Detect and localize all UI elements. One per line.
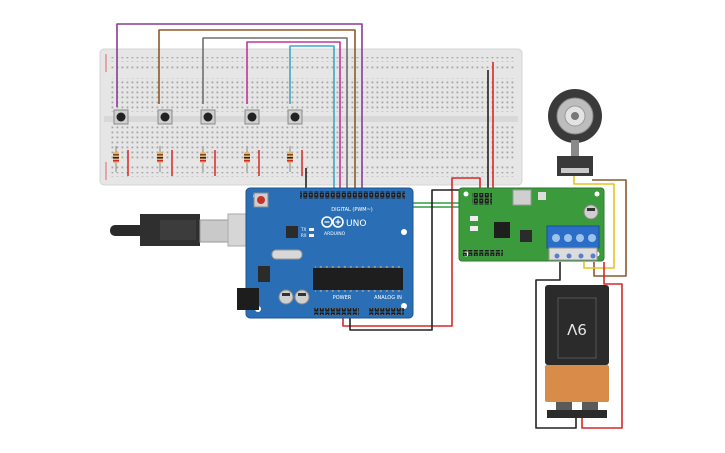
- usb-plug-metal: [199, 219, 229, 243]
- top-rail-1: [110, 57, 515, 62]
- driver-pin-header: [472, 193, 492, 205]
- wire-brown: [158, 29, 356, 196]
- wire-yellow-encoder: [573, 176, 615, 269]
- rx-led: [309, 234, 314, 237]
- analog-pin-header: [368, 308, 404, 315]
- wire-gray: [202, 37, 348, 196]
- center-channel: [104, 116, 518, 122]
- tx-led: [309, 228, 314, 231]
- driver-usb-port: [512, 189, 532, 206]
- battery-9v[interactable]: 9V: [545, 285, 609, 418]
- usb-cable-cord: [110, 225, 145, 236]
- usb-cable: [110, 213, 269, 247]
- usb-chip: [286, 226, 298, 238]
- push-button-4[interactable]: [244, 109, 260, 125]
- wire-magenta: [246, 41, 341, 196]
- battery-terminal-positive: [582, 402, 598, 410]
- capacitor-2: [294, 289, 310, 305]
- wire-brown-encoder: [592, 179, 627, 277]
- arduino-uno[interactable]: DIGITAL (PWM~) UNO ARDUINO TX RX: [237, 187, 414, 319]
- digital-header-label: DIGITAL (PWM~): [331, 207, 373, 213]
- resistor-5[interactable]: [287, 146, 303, 176]
- power-header-label: POWER: [333, 295, 352, 301]
- motor-driver[interactable]: [458, 187, 605, 262]
- push-button-1[interactable]: [113, 109, 129, 125]
- driver-chip: [494, 222, 510, 238]
- battery-label: 9V: [566, 320, 587, 338]
- rx-label: RX: [301, 233, 307, 238]
- reset-button[interactable]: [253, 192, 269, 208]
- analog-header-label: ANALOG IN: [374, 295, 402, 301]
- wire-red-power: [342, 177, 481, 327]
- breadboard: [99, 48, 523, 186]
- brand-name: ARDUINO: [324, 231, 346, 237]
- top-terminal-strips: [110, 78, 515, 112]
- board-name: UNO: [346, 219, 366, 229]
- crystal: [271, 249, 303, 260]
- rotary-encoder[interactable]: [548, 89, 602, 176]
- resistors: [113, 146, 303, 176]
- push-button-3[interactable]: [200, 109, 216, 125]
- resistor-4[interactable]: [244, 146, 260, 176]
- driver-capacitor: [583, 204, 599, 220]
- wire-black-battery: [535, 262, 577, 429]
- battery-body: [545, 285, 609, 365]
- push-buttons: [113, 109, 303, 125]
- power-pin-header: [313, 308, 359, 315]
- resistor-3[interactable]: [200, 146, 216, 176]
- wire-purple: [116, 23, 363, 196]
- push-button-2[interactable]: [157, 109, 173, 125]
- top-rail-2: [110, 65, 515, 70]
- battery-band: [545, 365, 609, 402]
- battery-snap: [547, 410, 607, 418]
- atmega-chip: [313, 268, 403, 290]
- tx-label: TX: [300, 227, 306, 232]
- capacitor-1: [278, 289, 294, 305]
- bottom-rail-2: [110, 172, 515, 177]
- wire-cyan: [289, 45, 335, 196]
- bottom-terminal-strips: [110, 126, 515, 160]
- bottom-rail-1: [110, 164, 515, 169]
- voltage-regulator: [258, 266, 270, 282]
- dc-power-jack: [237, 288, 259, 310]
- push-button-5[interactable]: [287, 109, 303, 125]
- battery-terminal-negative: [556, 402, 572, 410]
- terminal-block: [546, 225, 600, 261]
- arduino-logo: [321, 216, 344, 228]
- wire-red-battery: [581, 262, 623, 429]
- digital-pin-header: [300, 191, 405, 199]
- resistor-1[interactable]: [113, 146, 129, 176]
- resistor-2[interactable]: [157, 146, 173, 176]
